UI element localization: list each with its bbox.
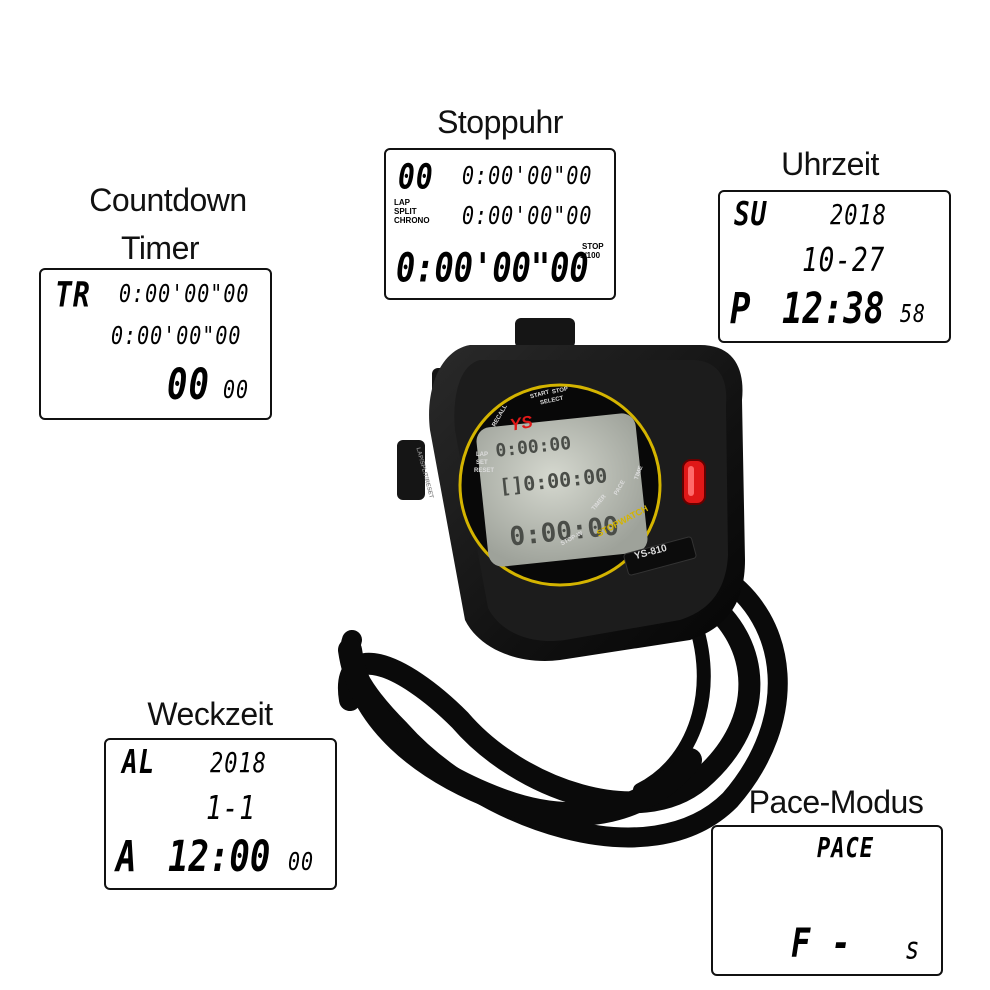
uhrzeit-date: 10-27 [802,242,886,280]
stoppuhr-label-lap: LAP [394,198,410,207]
countdown-line3-small: 00 [223,374,250,404]
watch-label-set: SET [476,460,488,466]
top-button [515,318,575,348]
panel-countdown: TR 0:00'00"00 0:00'00"00 00 00 [39,268,272,420]
countdown-line1-prefix: TR [55,274,91,316]
caption-stoppuhr: Stoppuhr [437,104,563,140]
weckzeit-year: 2018 [210,748,267,780]
pace-value-right: s [905,931,921,966]
panel-pace: PACE F - s [711,825,943,976]
watch-label-lap: LAP [476,452,488,458]
stoppuhr-line1: 0:00'00"00 [462,160,593,190]
stoppuhr-label-chrono: CHRONO [394,216,430,225]
weckzeit-date: 1-1 [206,790,256,828]
model-plate [623,536,697,576]
uhrzeit-ampm: P [730,284,752,334]
caption-weckzeit: Weckzeit [147,696,273,732]
stoppuhr-label-split: SPLIT [394,207,417,216]
uhrzeit-time: 12:38 [782,284,885,334]
caption-pace: Pace-Modus [748,784,924,820]
watch-brand-logo: YS [508,412,535,435]
countdown-line2: 0:00'00"00 [111,320,242,350]
stoppuhr-line1-prefix: 00 [398,156,434,198]
caption-countdown-line1: Countdown [89,182,247,218]
stoppuhr-line3: 0:00'00"00 [396,244,589,292]
uhrzeit-year: 2018 [830,200,887,232]
side-button-lower [397,440,425,500]
stoppuhr-line2: 0:00'00"00 [462,200,593,230]
weckzeit-time: 12:00 [168,832,271,882]
uhrzeit-seconds: 58 [900,298,927,328]
caption-uhrzeit: Uhrzeit [781,146,879,182]
weckzeit-mode: AL [122,744,156,782]
panel-weckzeit: AL 2018 1-1 A 12:00 00 [104,738,337,890]
pace-title: PACE [817,833,874,865]
lcd-screen [476,413,648,567]
weckzeit-seconds: 00 [288,846,315,876]
watch-label-reset: RESET [474,468,495,474]
countdown-line3-big: 00 [167,360,210,410]
uhrzeit-day: SU [734,196,768,234]
stoppuhr-stop-sub: 1/100 [580,251,601,260]
caption-countdown-line2: Timer [120,230,200,266]
countdown-line1: 0:00'00"00 [119,278,250,308]
panel-stoppuhr: 00 0:00'00"00 LAP SPLIT CHRONO 0:00'00"0… [384,148,616,300]
pace-value-left: F - [791,919,852,967]
stoppuhr-stop-label: STOP [582,242,604,251]
weckzeit-ampm: A [116,832,138,882]
panel-uhrzeit: SU 2018 10-27 P 12:38 58 [718,190,951,343]
